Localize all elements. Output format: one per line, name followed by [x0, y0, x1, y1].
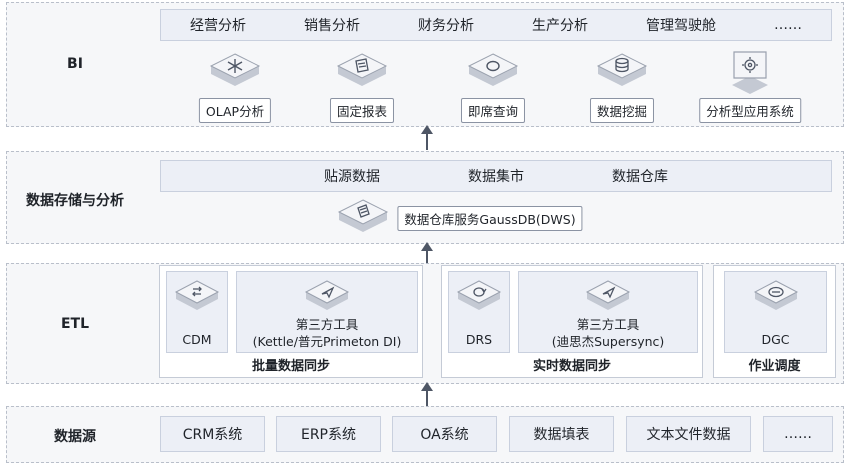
dws-service-label: 数据仓库服务GaussDB(DWS): [397, 206, 583, 231]
bi-layer-label: BI: [67, 56, 83, 72]
drs-icon: [456, 280, 502, 310]
bi-item-more: ……: [774, 17, 802, 33]
source-crm: CRM系统: [160, 416, 265, 452]
etl-layer-label: ETL: [60, 316, 90, 332]
dgc-icon: [753, 280, 798, 310]
etl-tool-cdm: CDM: [166, 271, 228, 353]
etl-tool-third-party-batch-sub: (Kettle/普元Primeton DI): [252, 334, 402, 349]
bi-tool-adhoc-query: 即席查询: [443, 50, 543, 132]
bi-item-sales: 销售分析: [304, 18, 360, 34]
source-erp: ERP系统: [276, 416, 381, 452]
source-form-fill: 数据填表: [509, 416, 614, 452]
bi-tool-olap: OLAP分析: [185, 50, 285, 132]
query-icon: [467, 53, 519, 86]
etl-tool-dgc: DGC: [724, 271, 827, 353]
arrow-storage-to-bi: [421, 125, 433, 150]
storage-item-source-data: 贴源数据: [324, 169, 380, 185]
bi-item-cockpit: 管理驾驶舱: [646, 18, 716, 34]
bi-tool-data-mining: 数据挖掘: [572, 50, 672, 132]
storage-data-bar: 贴源数据 数据集市 数据仓库: [160, 160, 832, 192]
plane-icon: [304, 280, 350, 310]
arrow-etl-to-storage: [421, 242, 433, 264]
etl-tool-third-party-batch: 第三方工具 (Kettle/普元Primeton DI): [236, 271, 418, 353]
report-icon: [336, 53, 388, 86]
etl-tool-dgc-name: DGC: [761, 332, 790, 347]
snowflake-icon: [209, 53, 261, 86]
etl-tool-drs-name: DRS: [465, 332, 493, 347]
dws-icon: [337, 199, 389, 232]
bi-tool-olap-label: OLAP分析: [198, 98, 272, 123]
bi-analysis-bar: 经营分析 销售分析 财务分析 生产分析 管理驾驶舱 ……: [160, 9, 832, 41]
etl-tool-third-party-realtime-name: 第三方工具: [576, 317, 640, 332]
database-icon: [596, 53, 648, 86]
etl-tool-cdm-name: CDM: [182, 332, 212, 347]
source-text-files: 文本文件数据: [626, 416, 751, 452]
bi-tool-data-mining-label: 数据挖掘: [589, 98, 655, 123]
storage-item-data-mart: 数据集市: [468, 169, 524, 185]
bi-tool-analytics-app-label: 分析型应用系统: [699, 98, 801, 123]
bi-item-finance: 财务分析: [418, 18, 474, 34]
monitor-icon: [732, 51, 768, 94]
etl-realtime-sync-title: 实时数据同步: [532, 359, 611, 374]
storage-layer-label: 数据存储与分析: [26, 193, 124, 209]
bi-tool-adhoc-query-label: 即席查询: [460, 98, 526, 123]
cdm-icon: [174, 280, 220, 310]
bi-tool-analytics-app: 分析型应用系统: [699, 50, 801, 132]
etl-layer: [6, 263, 844, 384]
etl-job-scheduling-title: 作业调度: [748, 359, 801, 374]
etl-job-scheduling-group: DGC 作业调度: [713, 265, 836, 378]
etl-tool-third-party-batch-name: 第三方工具: [295, 317, 359, 332]
etl-batch-sync-title: 批量数据同步: [251, 359, 330, 374]
etl-batch-sync-group: CDM 第三方工具 (Kettle/普元Primeton DI) 批量数据同步: [159, 265, 423, 378]
bi-item-production: 生产分析: [532, 18, 588, 34]
source-more: ……: [763, 416, 833, 452]
arrow-source-to-etl: [421, 382, 433, 406]
bi-tool-fixed-report: 固定报表: [312, 50, 412, 132]
bi-item-business: 经营分析: [190, 18, 246, 34]
etl-realtime-sync-group: DRS 第三方工具 (迪思杰Supersync) 实时数据同步: [441, 265, 703, 378]
bi-tool-fixed-report-label: 固定报表: [329, 98, 395, 123]
plane-icon: [585, 280, 631, 310]
storage-item-data-warehouse: 数据仓库: [612, 169, 668, 185]
etl-tool-third-party-realtime-sub: (迪思杰Supersync): [551, 334, 665, 349]
source-oa: OA系统: [392, 416, 497, 452]
etl-tool-third-party-realtime: 第三方工具 (迪思杰Supersync): [518, 271, 698, 353]
source-layer-label: 数据源: [54, 429, 96, 445]
etl-tool-drs: DRS: [448, 271, 510, 353]
